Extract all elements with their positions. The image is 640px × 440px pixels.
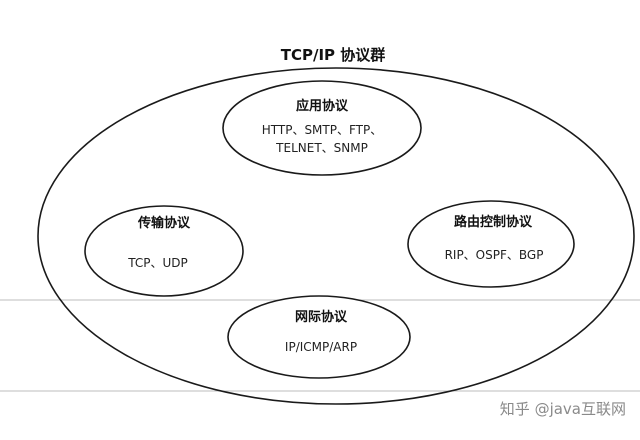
network-title: 网际协议 (295, 309, 348, 325)
watermark: 知乎 @java互联网 (500, 400, 626, 418)
transport-title: 传输协议 (137, 215, 191, 231)
diagram-title: TCP/IP 协议群 (281, 46, 386, 64)
routing-line-1: RIP、OSPF、BGP (445, 248, 544, 262)
application-ellipse (222, 80, 422, 176)
routing-title: 路由控制协议 (454, 214, 533, 230)
network-line-1: IP/ICMP/ARP (285, 340, 357, 354)
application-line-1: HTTP、SMTP、FTP、 (262, 123, 383, 137)
group-network: 网际协议 IP/ICMP/ARP (227, 295, 411, 379)
group-application: 应用协议 HTTP、SMTP、FTP、 TELNET、SNMP (222, 80, 422, 176)
network-ellipse (227, 295, 411, 379)
application-line-2: TELNET、SNMP (275, 141, 368, 155)
outer-ellipse (37, 67, 635, 405)
routing-ellipse (407, 200, 575, 288)
group-transport: 传输协议 TCP、UDP (84, 205, 244, 297)
transport-ellipse (84, 205, 244, 297)
application-title: 应用协议 (296, 98, 349, 114)
transport-line-1: TCP、UDP (127, 256, 188, 270)
group-routing: 路由控制协议 RIP、OSPF、BGP (407, 200, 575, 288)
